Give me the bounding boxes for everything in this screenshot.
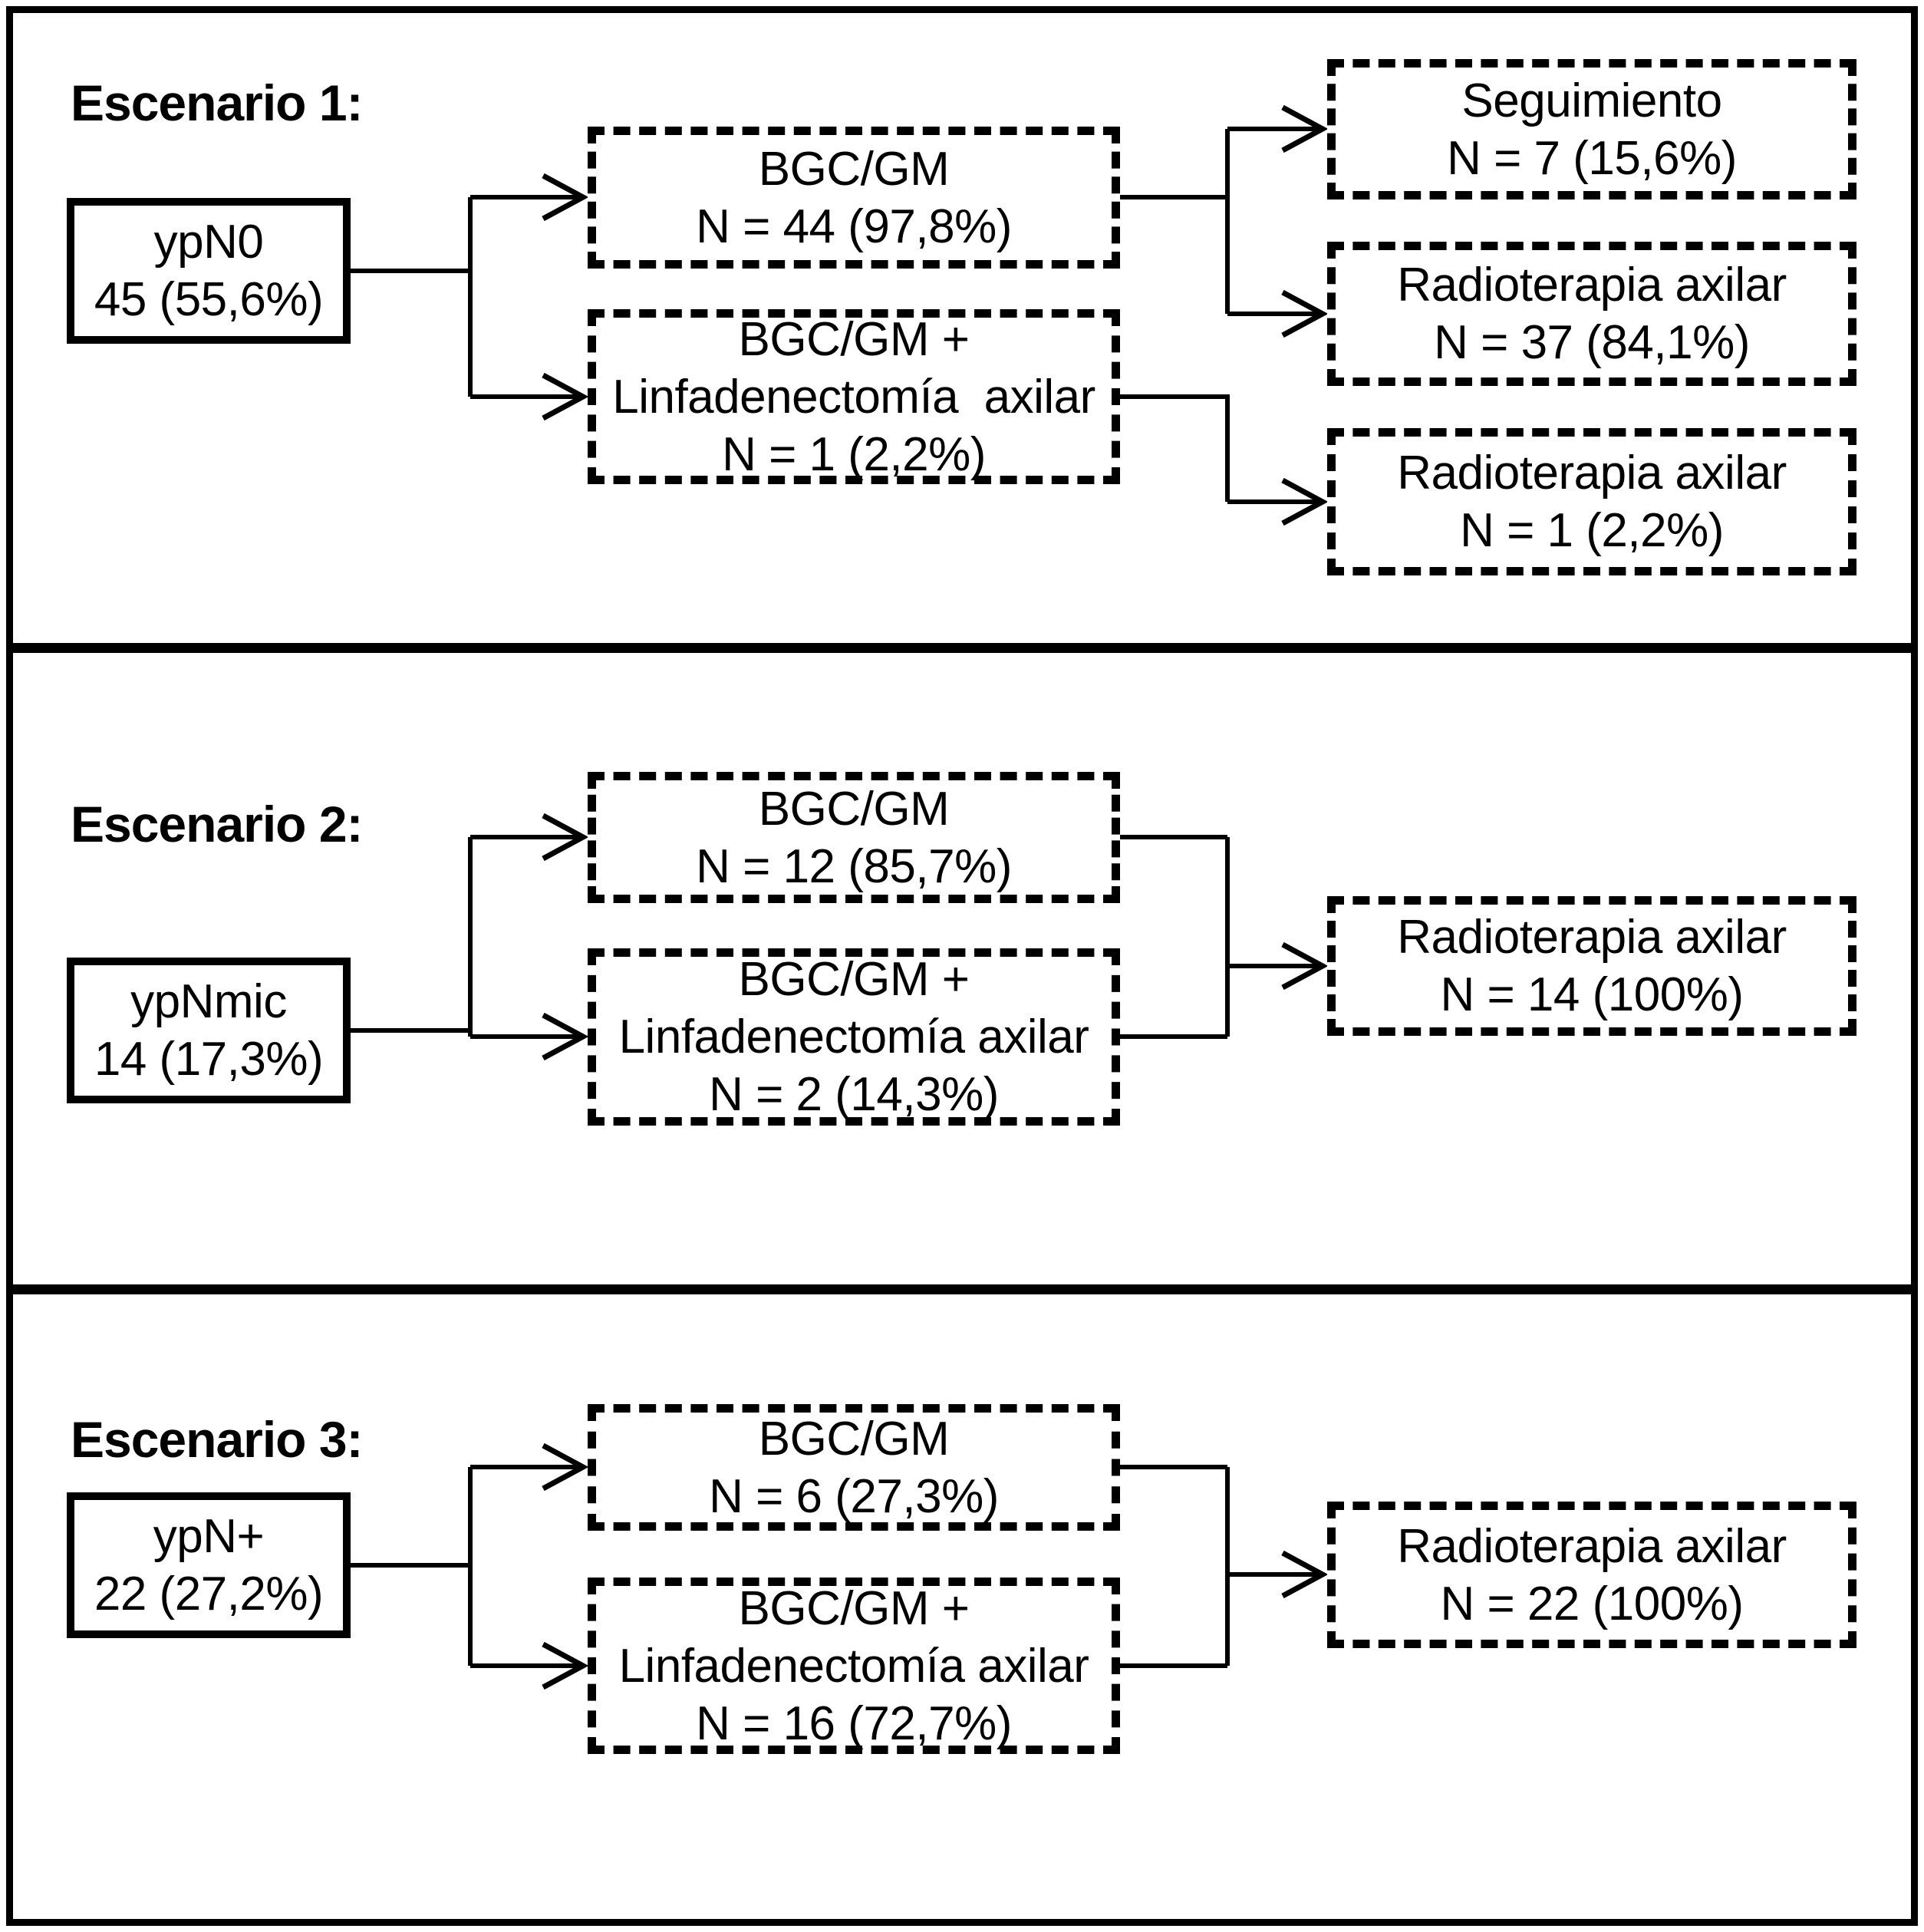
box-text-line: Radioterapia axilar (1397, 447, 1787, 499)
box-text-line: BGC/GM (758, 782, 950, 836)
outer-border (6, 6, 1918, 1926)
box-text-line: N = 7 (15,6%) (1447, 131, 1737, 185)
box-text-line: ypN0 (153, 216, 264, 269)
box-text-line: N = 1 (2,2%) (1460, 504, 1724, 557)
box-text-line: BGC/GM + (738, 312, 970, 366)
box-text-line: N = 44 (97,8%) (696, 199, 1012, 253)
procedure-box-bgc-gm-linfadenectomia: BGC/GM + Linfadenectomía axilar N = 1 (2… (588, 309, 1120, 484)
box-text-line: N = 1 (2,2%) (722, 427, 986, 481)
outcome-box-radioterapia-axilar-37: Radioterapia axilar N = 37 (84,1%) (1327, 242, 1856, 386)
outcome-box-radioterapia-axilar-14: Radioterapia axilar N = 14 (100%) (1327, 896, 1856, 1036)
box-text-line: 45 (55,6%) (94, 273, 324, 326)
source-box-ypn-plus: ypN+ 22 (27,2%) (67, 1492, 351, 1638)
box-text-line: N = 37 (84,1%) (1434, 316, 1750, 369)
procedure-box-bgc-gm: BGC/GM N = 12 (85,7%) (588, 772, 1120, 903)
box-text-line: ypN+ (153, 1510, 265, 1563)
outcome-box-radioterapia-axilar-1: Radioterapia axilar N = 1 (2,2%) (1327, 428, 1856, 575)
panel-title-escenario-3: Escenario 3: (71, 1411, 364, 1468)
source-box-ypn0: ypN0 45 (55,6%) (67, 198, 351, 344)
box-text-line: 22 (27,2%) (94, 1568, 324, 1620)
box-text-line: Linfadenectomía axilar (612, 370, 1095, 424)
panel-title-escenario-2: Escenario 2: (71, 796, 364, 852)
box-text-line: N = 22 (100%) (1440, 1577, 1744, 1630)
box-text-line: Linfadenectomía axilar (618, 1011, 1089, 1063)
procedure-box-bgc-gm: BGC/GM N = 44 (97,8%) (588, 127, 1120, 269)
procedure-box-bgc-gm: BGC/GM N = 6 (27,3%) (588, 1404, 1120, 1531)
panel-divider-1 (6, 643, 1918, 653)
procedure-box-bgc-gm-linfadenectomia: BGC/GM + Linfadenectomía axilar N = 2 (1… (588, 948, 1120, 1126)
box-text-line: N = 6 (27,3%) (709, 1469, 999, 1523)
box-text-line: Seguimiento (1461, 74, 1722, 127)
box-text-line: Radioterapia axilar (1397, 259, 1787, 312)
panel-title-escenario-1: Escenario 1: (71, 74, 364, 131)
box-text-line: Linfadenectomía axilar (618, 1639, 1089, 1693)
box-text-line: BGC/GM (758, 1412, 950, 1465)
box-text-line: ypNmic (130, 975, 287, 1028)
procedure-box-bgc-gm-linfadenectomia: BGC/GM + Linfadenectomía axilar N = 16 (… (588, 1578, 1120, 1754)
source-box-ypnmic: ypNmic 14 (17,3%) (67, 958, 351, 1103)
box-text-line: BGC/GM (758, 142, 950, 196)
box-text-line: 14 (17,3%) (94, 1033, 324, 1086)
box-text-line: N = 12 (85,7%) (696, 839, 1012, 893)
box-text-line: N = 2 (14,3%) (709, 1068, 999, 1121)
box-text-line: Radioterapia axilar (1397, 911, 1787, 964)
box-text-line: Radioterapia axilar (1397, 1519, 1787, 1573)
box-text-line: N = 16 (72,7%) (696, 1696, 1012, 1750)
outcome-box-seguimiento: Seguimiento N = 7 (15,6%) (1327, 59, 1856, 199)
panel-divider-2 (6, 1284, 1918, 1294)
box-text-line: BGC/GM + (738, 1581, 970, 1635)
outcome-box-radioterapia-axilar-22: Radioterapia axilar N = 22 (100%) (1327, 1502, 1856, 1648)
box-text-line: BGC/GM + (738, 953, 970, 1006)
box-text-line: N = 14 (100%) (1440, 968, 1744, 1021)
